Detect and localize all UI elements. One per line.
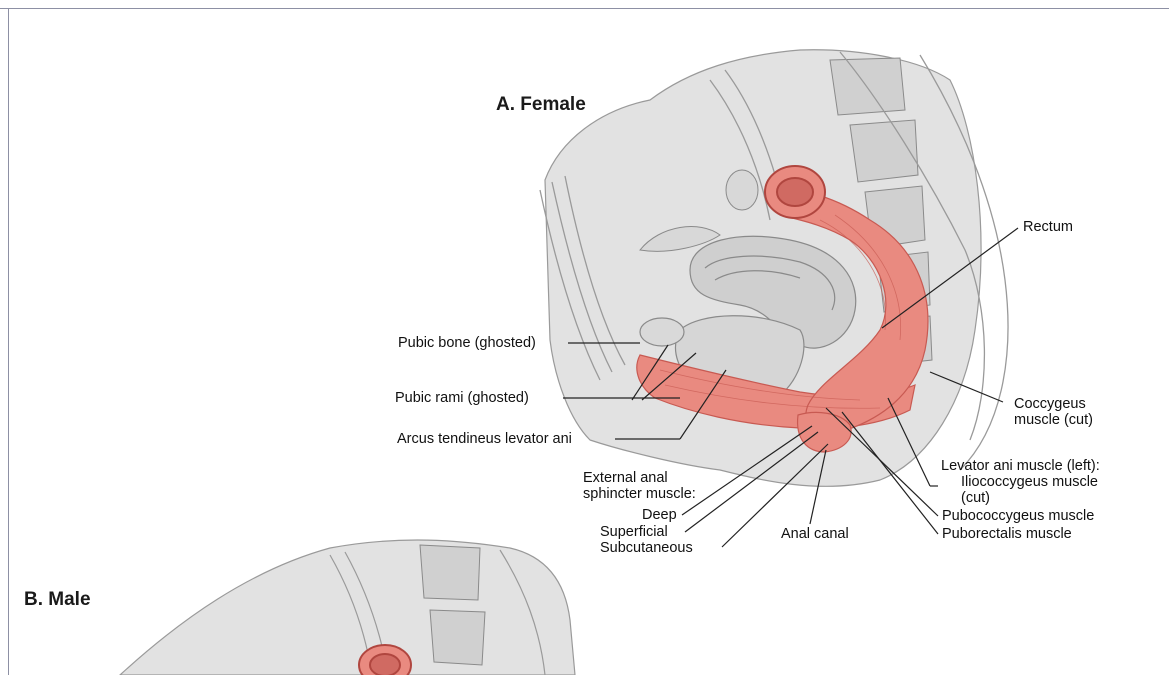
label-coccygeus-line2: muscle (cut) (1014, 412, 1093, 428)
label-ext-anal-line2: sphincter muscle: (583, 486, 696, 502)
label-superficial: Superficial (600, 524, 668, 540)
panel-a-title: A. Female (496, 94, 586, 116)
male-rectum (359, 645, 411, 675)
label-puborectalis: Puborectalis muscle (942, 526, 1072, 542)
label-levator-ani: Levator ani muscle (left): (941, 458, 1100, 474)
label-rectum: Rectum (1023, 219, 1073, 235)
label-pubic-rami: Pubic rami (ghosted) (395, 390, 529, 406)
label-iliococcygeus-line2: (cut) (961, 490, 990, 506)
label-coccygeus-line1: Coccygeus (1014, 396, 1086, 412)
label-anal-canal: Anal canal (781, 526, 849, 542)
label-ext-anal-line1: External anal (583, 470, 668, 486)
label-iliococcygeus-line1: Iliococcygeus muscle (961, 474, 1098, 490)
label-arcus: Arcus tendineus levator ani (397, 431, 572, 447)
label-deep: Deep (642, 507, 677, 523)
rectum-cut-end (765, 166, 825, 218)
label-pubic-bone: Pubic bone (ghosted) (398, 335, 536, 351)
pubic-bone-ghosted (640, 318, 684, 346)
label-subcutaneous: Subcutaneous (600, 540, 693, 556)
panel-b-title: B. Male (24, 589, 91, 611)
label-pubococcygeus: Pubococcygeus muscle (942, 508, 1094, 524)
